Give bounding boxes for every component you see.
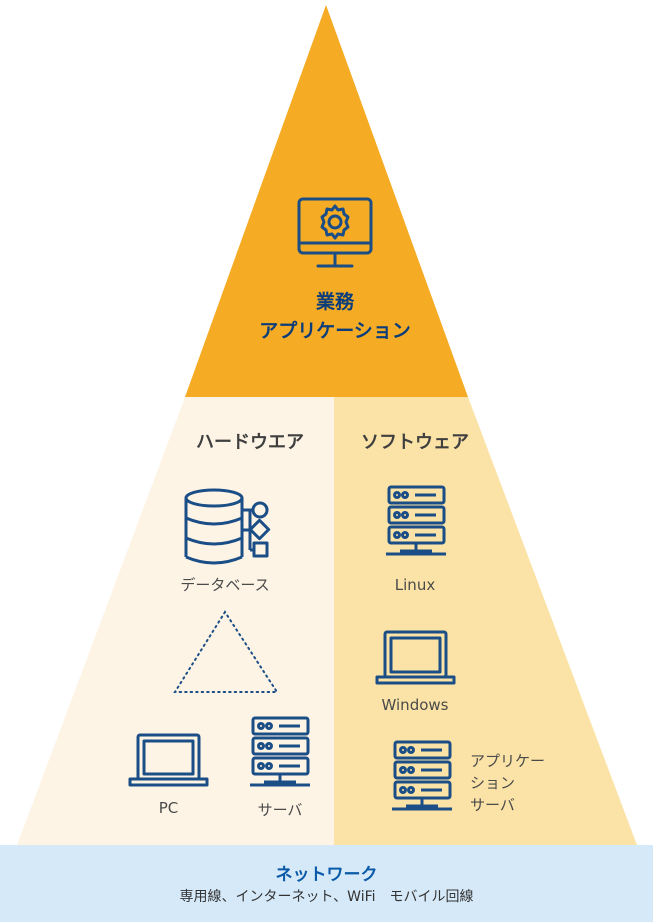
linux-label: Linux [394,576,436,594]
app-server-icon [392,740,452,811]
top-title-line1: 業務 [315,291,354,313]
server-icon [250,716,310,787]
windows-label: Windows [381,696,449,714]
dotted-triangle [173,610,279,693]
monitor-gear-icon [297,197,373,268]
pc-label: PC [158,799,179,817]
laptop-icon [128,733,209,787]
appserver-label-line3: サーバ [470,796,515,814]
software-heading: ソフトウェア [361,432,469,453]
network-subtitle: 専用線、インターネット、WiFi モバイル回線 [179,889,474,905]
appserver-label-line1: アプリケー [470,752,546,770]
server-label: サーバ [257,801,303,819]
application-layer [185,5,468,397]
top-title-line2: アプリケーション [259,320,411,342]
network-title: ネットワーク [275,865,378,885]
software-section [334,397,637,845]
database-icon [184,488,271,565]
database-label: データベース [180,576,270,594]
windows-laptop-icon [375,630,456,685]
hardware-heading: ハードウエア [196,432,304,453]
network-band [0,845,653,922]
appserver-label: アプリケー ション サーバ [470,750,590,816]
linux-server-icon [386,485,446,556]
appserver-label-line2: ション [470,774,516,792]
